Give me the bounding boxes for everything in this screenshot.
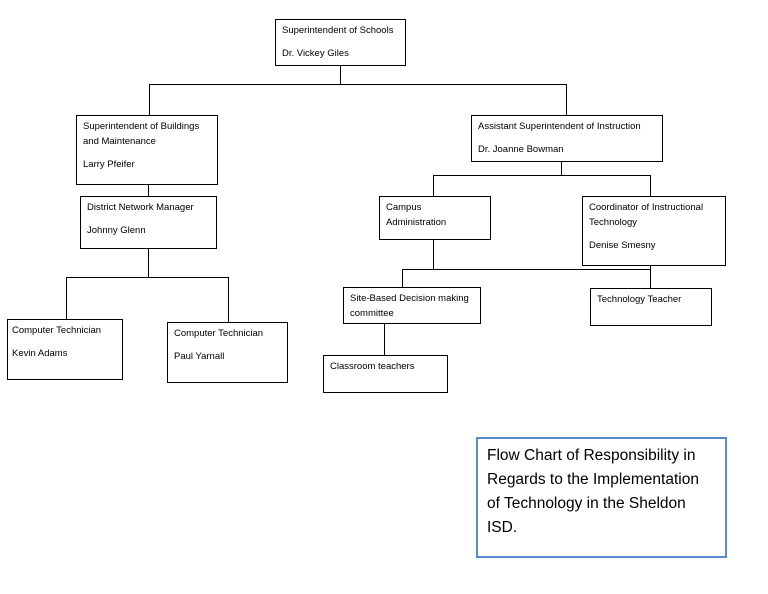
node-classroom-teachers: Classroom teachers	[323, 355, 448, 393]
node-title: Computer Technician	[12, 325, 102, 336]
node-buildings: Superintendent of Buildings and Maintena…	[76, 115, 218, 185]
node-technician-kevin: Computer Technician Kevin Adams	[7, 319, 123, 380]
connector-line	[66, 277, 67, 320]
connector-line	[433, 239, 434, 270]
node-title: Technology Teacher	[597, 294, 682, 305]
connector-line	[149, 84, 567, 85]
node-title: Superintendent of Buildings and Maintena…	[83, 121, 200, 147]
node-title: Superintendent of Schools	[282, 25, 394, 36]
node-title: District Network Manager	[87, 202, 194, 213]
connector-line	[650, 265, 651, 289]
node-title: Site-Based Decision making committee	[350, 293, 469, 319]
node-site-based-committee: Site-Based Decision making committee	[343, 287, 481, 324]
connector-line	[433, 175, 434, 197]
node-title: Classroom teachers	[330, 361, 415, 372]
connector-line	[148, 248, 149, 278]
node-title: Computer Technician	[174, 328, 264, 339]
node-person: Paul Yarnall	[174, 351, 225, 362]
connector-line	[148, 184, 149, 197]
connector-line	[561, 161, 562, 176]
connector-line	[402, 269, 403, 288]
node-person: Larry Pfeifer	[83, 159, 135, 170]
connector-line	[402, 269, 651, 270]
connector-line	[66, 277, 229, 278]
node-instruction: Assistant Superintendent of Instruction …	[471, 115, 663, 162]
chart-caption: Flow Chart of Responsibility in Regards …	[476, 437, 727, 558]
connector-line	[433, 175, 651, 176]
caption-text: Flow Chart of Responsibility in Regards …	[487, 447, 699, 536]
node-technician-paul: Computer Technician Paul Yarnall	[167, 322, 288, 383]
node-person: Dr. Joanne Bowman	[478, 144, 564, 155]
node-technology-teacher: Technology Teacher	[590, 288, 712, 326]
node-title: Assistant Superintendent of Instruction	[478, 121, 641, 132]
node-coordinator: Coordinator of Instructional Technology …	[582, 196, 726, 266]
node-title: Campus Administration	[386, 202, 447, 228]
node-person: Dr. Vickey Giles	[282, 48, 349, 59]
connector-line	[149, 84, 150, 116]
connector-line	[340, 65, 341, 85]
node-person: Johnny Glenn	[87, 225, 146, 236]
node-title: Coordinator of Instructional Technology	[589, 202, 704, 228]
node-campus-administration: Campus Administration	[379, 196, 491, 240]
node-superintendent: Superintendent of Schools Dr. Vickey Gil…	[275, 19, 406, 66]
node-person: Kevin Adams	[12, 348, 68, 359]
node-network-manager: District Network Manager Johnny Glenn	[80, 196, 217, 249]
connector-line	[650, 175, 651, 197]
connector-line	[228, 277, 229, 323]
connector-line	[566, 84, 567, 116]
connector-line	[384, 323, 385, 356]
node-person: Denise Smesny	[589, 240, 656, 251]
